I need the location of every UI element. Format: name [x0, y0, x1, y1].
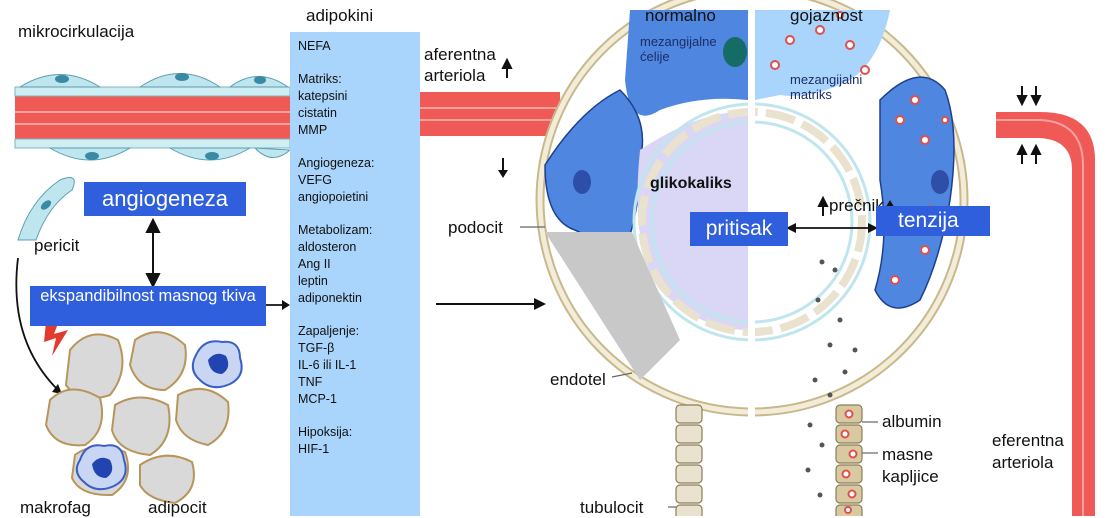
macrophage-label: makrofag — [20, 498, 91, 518]
tubulocyte-label: tubulocit — [580, 498, 643, 518]
adipokine-item: MMP — [298, 122, 420, 139]
endothelium-label: endotel — [550, 370, 606, 390]
adipokine-group-title: Metabolizam: — [298, 222, 420, 239]
adipokine-item: aldosteron — [298, 239, 420, 256]
tubule-normal — [676, 405, 702, 516]
panel-to-glomerulus-arrow — [436, 298, 546, 310]
podocyte-label: podocit — [448, 218, 503, 238]
adipokine-item: TNF — [298, 374, 420, 391]
mesangial-cells-label: mezangijalne ćelije — [640, 34, 720, 64]
microcirculation-vessel — [15, 87, 290, 148]
adipokine-item: VEFG — [298, 172, 420, 189]
adipokine-item: leptin — [298, 273, 420, 290]
expansion-to-panel-arrow — [266, 300, 290, 310]
adipokine-group-title: Angiogeneza: — [298, 155, 420, 172]
albumin-label: albumin — [882, 412, 942, 432]
adipokine-group: Hipoksija:HIF-1 — [298, 424, 420, 458]
tubule-obesity — [836, 405, 862, 516]
microcirculation-label: mikrocirkulacija — [18, 22, 134, 42]
afferent-arteriole-label: aferentna arteriola — [424, 44, 516, 86]
adipokine-item: katepsini — [298, 88, 420, 105]
adipose-expansion-box: ekspandibilnost masnog tkiva — [30, 286, 266, 326]
adipocyte-label: adipocit — [148, 498, 207, 518]
adipokine-item: angiopoietini — [298, 189, 420, 206]
angiogenesis-double-arrow — [147, 220, 159, 286]
adipokine-group: NEFA — [298, 38, 420, 55]
normal-label: normalno — [645, 6, 716, 26]
adipokine-group-title: NEFA — [298, 38, 420, 55]
angiogenesis-box: angiogeneza — [84, 182, 246, 216]
pericyte-label: pericit — [34, 236, 79, 256]
afferent-arteriole — [420, 92, 560, 136]
adipokine-item: cistatin — [298, 105, 420, 122]
adipokine-item: Ang II — [298, 256, 420, 273]
mesangial-matrix-label: mezangijalni matriks — [790, 72, 870, 102]
pressure-box: pritisak — [690, 212, 788, 246]
adipokine-group-title: Matriks: — [298, 71, 420, 88]
half-divider — [748, 0, 755, 400]
adipokine-item: adiponektin — [298, 290, 420, 307]
efferent-arteriole-label: eferentna arteriola — [992, 430, 1072, 474]
adipokine-item: IL-6 ili IL-1 — [298, 357, 420, 374]
afferent-down-arrow — [498, 158, 508, 178]
pericyte-cell — [18, 178, 74, 240]
adipokines-title: adipokini — [306, 6, 373, 26]
lipid-droplets-label: masne kapljice — [882, 444, 958, 488]
adipokine-item: MCP-1 — [298, 391, 420, 408]
tension-box: tenzija — [876, 206, 990, 236]
adipokine-group-title: Zapaljenje: — [298, 323, 420, 340]
glycocalyx-label: glikokaliks — [650, 174, 732, 194]
obesity-label: gojaznost — [790, 6, 863, 26]
adipokine-item: HIF-1 — [298, 441, 420, 458]
adipokine-group-title: Hipoksija: — [298, 424, 420, 441]
adipokine-item: TGF-β — [298, 340, 420, 357]
